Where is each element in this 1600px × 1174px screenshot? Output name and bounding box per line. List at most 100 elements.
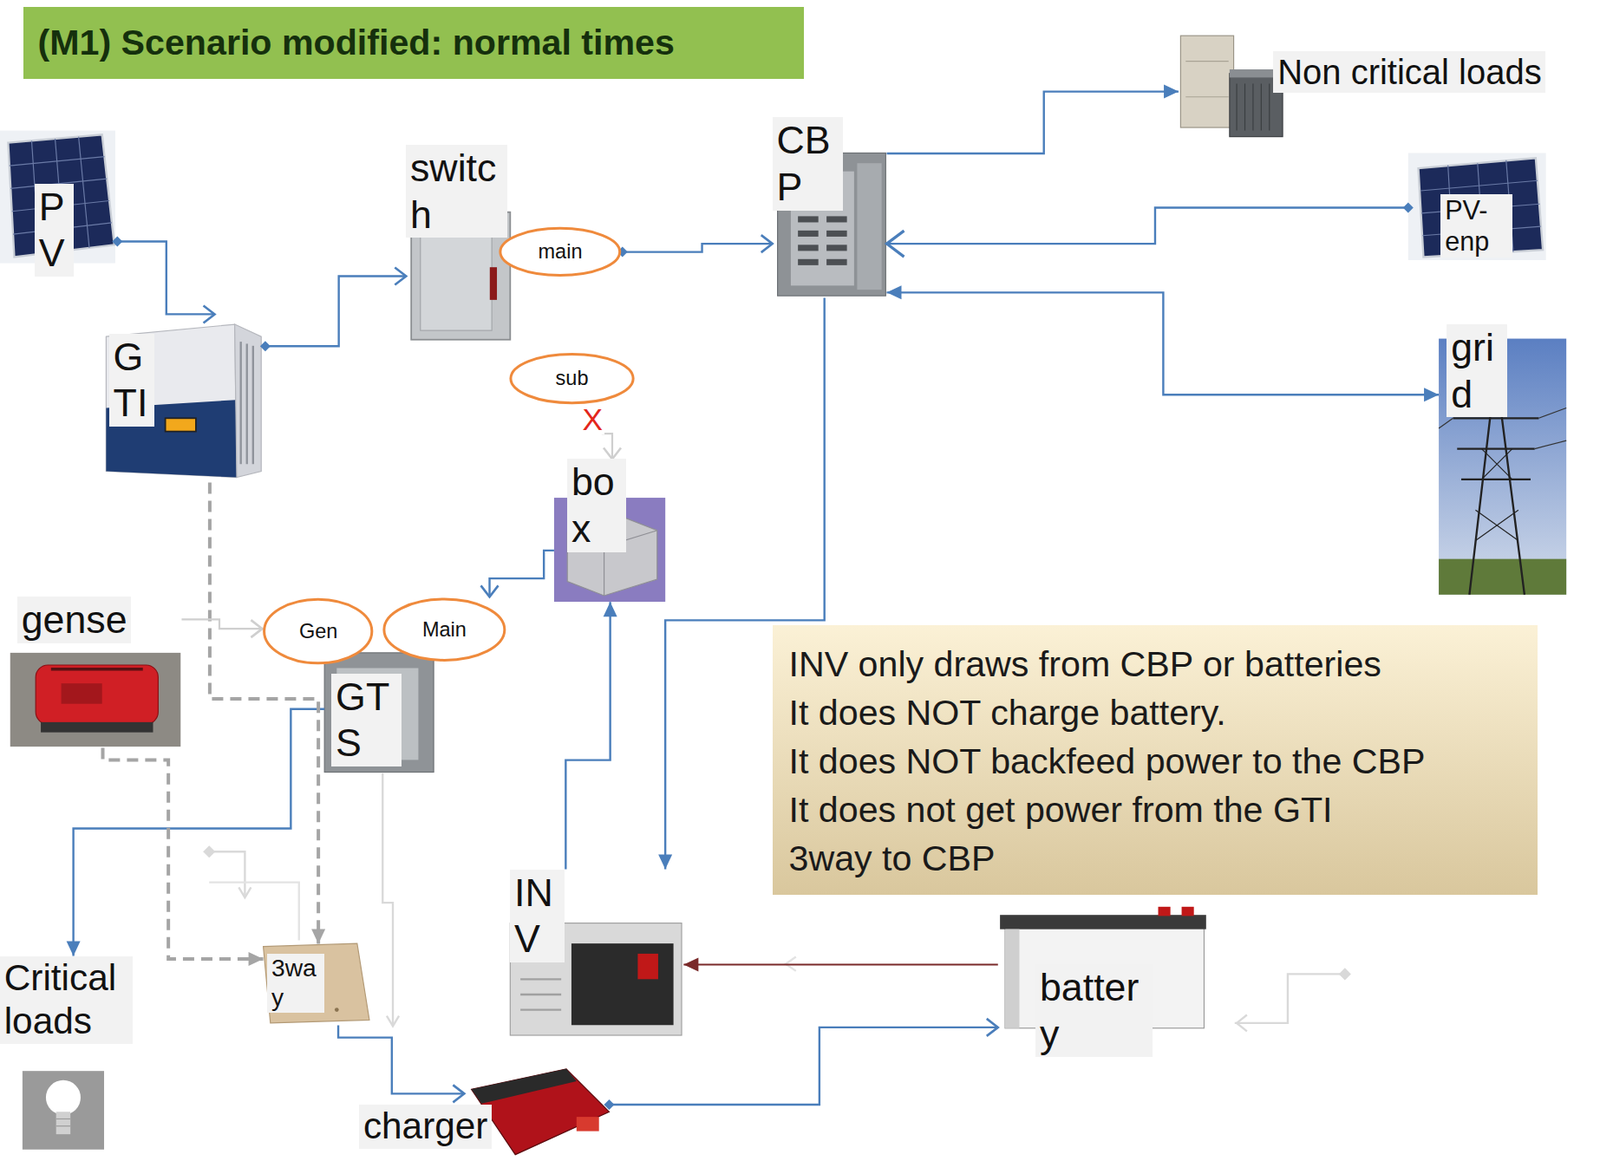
note-line: 3way to CBP	[789, 834, 1522, 883]
connector	[260, 267, 406, 352]
connector-line	[209, 483, 319, 945]
generator-picture-part	[61, 683, 103, 705]
faded-wire-part	[208, 882, 300, 941]
bulb-picture-part	[22, 1071, 105, 1150]
note-line: INV only draws from CBP or batteries	[789, 640, 1522, 689]
connector	[617, 235, 773, 258]
arrow-head	[481, 585, 499, 597]
inverter-picture-part	[105, 324, 237, 477]
component-label: battery	[1039, 964, 1149, 1058]
solar-panel-part	[1420, 180, 1538, 191]
power-tower-picture-part	[1438, 417, 1453, 429]
component: CBP	[772, 117, 888, 298]
connector-line	[622, 243, 773, 253]
bulb-picture	[22, 1071, 105, 1150]
hvac-picture-part	[1252, 83, 1254, 131]
power-tower-picture-part	[1482, 449, 1513, 480]
power-tower-picture-part	[1475, 509, 1518, 541]
inverter-picture-part	[165, 417, 196, 432]
hvac-picture-part	[1268, 83, 1270, 131]
component-label: grid	[1450, 324, 1503, 418]
breaker-panel-picture-part	[826, 244, 848, 251]
power-tower-picture-part	[1482, 449, 1513, 480]
breaker-panel-picture-part	[797, 230, 819, 237]
arrow-head	[1163, 84, 1179, 99]
component-label: GTS	[335, 673, 399, 767]
label-box: GTI	[109, 333, 155, 427]
connector	[887, 202, 1414, 257]
label-box: CBP	[772, 117, 843, 210]
connector	[338, 1025, 464, 1104]
arrow-head	[603, 601, 618, 617]
arrow-head	[603, 447, 621, 459]
breaker-panel-picture-part	[797, 215, 819, 223]
charger-picture	[471, 1069, 610, 1156]
solar-panel-part	[9, 156, 105, 166]
hvac-picture-part	[1180, 35, 1234, 128]
arrow-head	[311, 928, 326, 944]
arrow-head	[887, 230, 905, 257]
oval-shape	[384, 599, 505, 660]
component-label: 3way	[271, 953, 320, 1013]
power-tower-picture-part	[1469, 403, 1525, 595]
arrow-head	[66, 941, 81, 957]
hvac-picture-part	[1244, 83, 1246, 131]
bulb-picture-part	[45, 1080, 81, 1116]
generator-picture-part	[35, 665, 158, 725]
connector-line	[608, 1027, 998, 1105]
connector	[111, 235, 215, 323]
component-label: gense	[21, 596, 128, 644]
component: Critical loads	[0, 956, 157, 1151]
oval-center: sub	[508, 352, 636, 405]
connector-line	[565, 601, 610, 869]
component: battery	[998, 911, 1208, 1065]
label-box: Critical loads	[0, 956, 133, 1045]
inverter-picture-part	[520, 993, 562, 996]
label-box: Non critical loads	[1273, 51, 1546, 93]
connector	[481, 550, 555, 597]
component-label: charger	[363, 1104, 489, 1150]
solar-panel-part	[78, 137, 90, 249]
connector-line	[887, 91, 1180, 154]
solar-panel-part	[1408, 152, 1547, 261]
connector-line	[887, 207, 1409, 244]
title-band: (M1) Scenario modified: normal times	[23, 6, 804, 79]
arrow-head	[761, 235, 773, 253]
junction-box-picture-part	[603, 547, 605, 596]
connector-line	[265, 275, 406, 347]
component: gense	[10, 596, 183, 748]
faded-wire-part	[238, 887, 251, 898]
transfer-switch-picture	[324, 653, 434, 773]
three-way-switch-picture-part	[263, 943, 370, 1024]
battery-picture-part	[1182, 907, 1195, 917]
connector	[887, 84, 1180, 154]
component-label: box	[571, 458, 622, 552]
battery-picture-part	[1005, 929, 1019, 1029]
oval-center: main	[497, 226, 623, 278]
mark-label: X	[581, 404, 606, 435]
oval-label: sub	[555, 366, 589, 391]
component: 3way	[263, 943, 372, 1026]
three-way-switch-picture	[263, 943, 370, 1024]
power-tower-picture-part	[1538, 408, 1567, 419]
oval-shape	[500, 228, 621, 276]
arrow-head	[887, 285, 902, 300]
breaker-panel-picture-part	[797, 259, 819, 266]
component-label: INV	[514, 869, 562, 963]
connector	[683, 958, 998, 973]
faded-wire-part	[386, 1016, 399, 1027]
component-label: Critical loads	[4, 956, 130, 1045]
breaker-panel-picture-part	[797, 244, 819, 251]
inverter-picture-part	[520, 978, 562, 980]
power-tower-picture-part	[1475, 509, 1518, 541]
arrow-head	[986, 1018, 999, 1037]
component-label: PV	[39, 183, 71, 277]
hvac-picture-part	[1236, 83, 1238, 131]
component: charger	[463, 1066, 609, 1159]
label-box: INV	[509, 869, 565, 963]
switch-picture-part	[420, 222, 492, 331]
three-way-switch-picture-part	[334, 1007, 340, 1013]
transfer-switch-picture-part	[324, 653, 434, 773]
wire-start-dot	[603, 1099, 614, 1111]
